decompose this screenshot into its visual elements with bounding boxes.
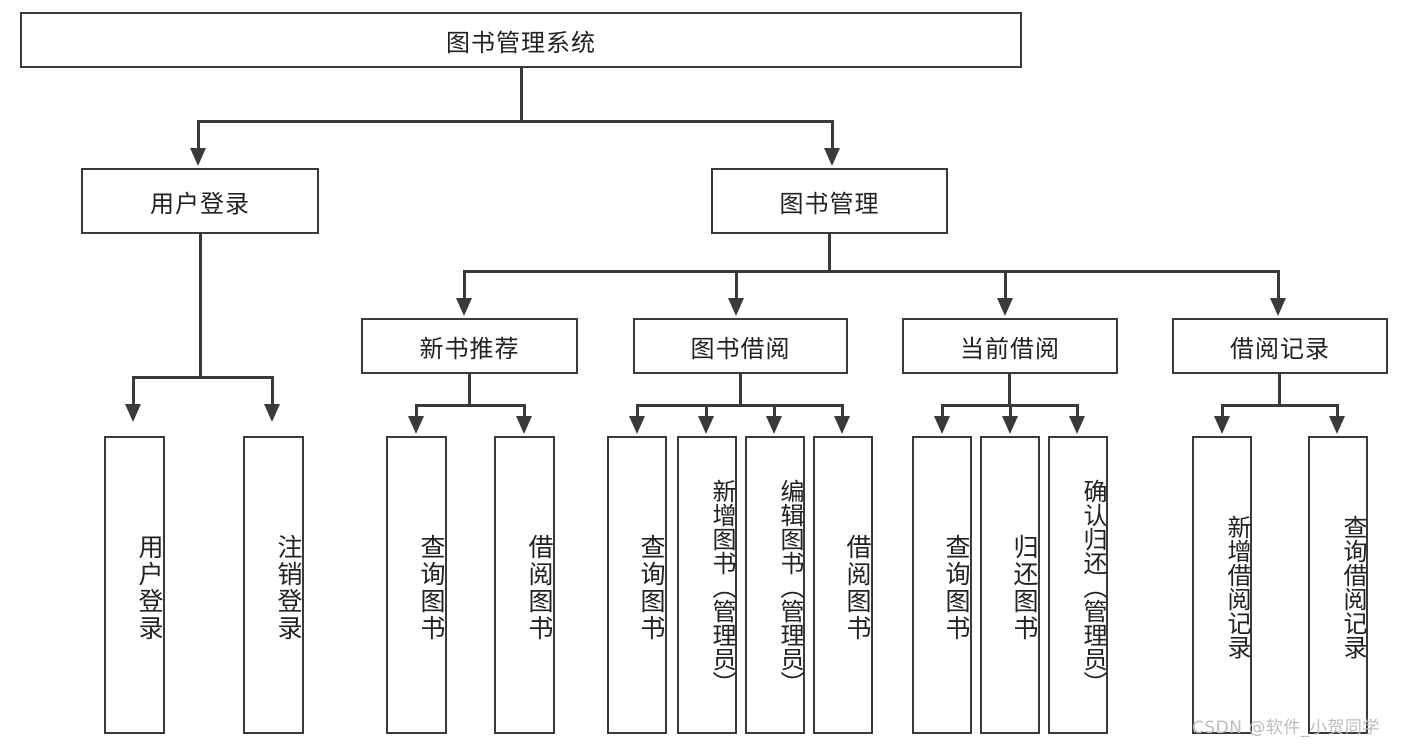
leaf-query-record[interactable]: 查询借阅记录	[1308, 436, 1368, 734]
node-new-book-recommend[interactable]: 新书推荐	[361, 318, 578, 374]
edge-new-book-child-2	[523, 404, 526, 418]
edge-user-login-bus	[132, 376, 273, 379]
node-book-borrow[interactable]: 图书借阅	[633, 318, 848, 374]
leaf-logout-login[interactable]: 注销登录	[243, 436, 304, 734]
edge-user-login-stem	[199, 234, 202, 376]
edge-root-bus	[197, 120, 834, 123]
edge-book-borrow-bus	[636, 404, 843, 407]
edge-current-borrow-child-1	[941, 404, 944, 418]
edge-current-borrow-child-3	[1076, 404, 1079, 418]
leaf-borrow-book-2[interactable]: 借阅图书	[813, 436, 873, 734]
arrow-icon-user-login-leaf-2	[264, 404, 280, 422]
leaf-query-book-1[interactable]: 查询图书	[386, 436, 447, 734]
arrow-icon-new-book-leaf-2	[516, 416, 532, 434]
arrow-icon-book-borrow-leaf-4	[834, 416, 850, 434]
edge-book-manage-stem	[828, 234, 831, 270]
leaf-add-book[interactable]: 新增图书（管理员）	[677, 436, 737, 734]
edge-book-borrow-child-4	[841, 404, 844, 418]
arrow-icon-borrow-record-leaf-1	[1214, 416, 1230, 434]
edge-book-manage-child-3	[1004, 270, 1007, 300]
arrow-icon-root-book-manage	[824, 148, 840, 166]
watermark-label: CSDN @软件_小贺同学	[1192, 718, 1380, 738]
edge-book-borrow-child-3	[773, 404, 776, 418]
leaf-user-login[interactable]: 用户登录	[104, 436, 165, 734]
node-current-borrow[interactable]: 当前借阅	[902, 318, 1118, 374]
node-root[interactable]: 图书管理系统	[20, 12, 1022, 68]
edge-borrow-record-stem	[1278, 374, 1281, 404]
arrow-icon-new-book-leaf-1	[408, 416, 424, 434]
edge-book-manage-bus	[463, 270, 1280, 273]
arrow-icon-book-borrow-leaf-2	[698, 416, 714, 434]
arrow-icon-user-login-leaf-1	[125, 404, 141, 422]
edge-root-to-user-login	[197, 120, 200, 150]
leaf-query-book-2[interactable]: 查询图书	[607, 436, 667, 734]
arrow-icon-current-borrow-leaf-3	[1069, 416, 1085, 434]
arrow-icon-borrow-record-leaf-2	[1329, 416, 1345, 434]
edge-root-to-book-manage	[831, 120, 834, 150]
edge-new-book-child-1	[415, 404, 418, 418]
edge-book-borrow-stem	[739, 374, 742, 404]
arrow-icon-current-borrow-leaf-1	[934, 416, 950, 434]
leaf-query-book-3[interactable]: 查询图书	[912, 436, 972, 734]
arrow-icon-book-manage-borrow	[728, 298, 744, 316]
edge-current-borrow-stem	[1008, 374, 1011, 404]
edge-user-login-child-2	[271, 376, 274, 406]
edge-book-manage-child-1	[463, 270, 466, 300]
leaf-edit-book[interactable]: 编辑图书（管理员）	[745, 436, 805, 734]
node-borrow-record[interactable]: 借阅记录	[1172, 318, 1388, 374]
edge-new-book-stem	[468, 374, 471, 404]
edge-book-borrow-child-1	[636, 404, 639, 418]
arrow-icon-book-manage-new-book	[456, 298, 472, 316]
leaf-borrow-book-1[interactable]: 借阅图书	[494, 436, 555, 734]
arrow-icon-current-borrow-leaf-2	[1002, 416, 1018, 434]
node-book-manage[interactable]: 图书管理	[711, 168, 948, 234]
edge-borrow-record-child-2	[1336, 404, 1339, 418]
arrow-icon-root-user-login	[190, 148, 206, 166]
leaf-confirm-return[interactable]: 确认归还（管理员）	[1048, 436, 1108, 734]
edge-current-borrow-child-2	[1009, 404, 1012, 418]
edge-new-book-bus	[415, 404, 525, 407]
leaf-add-record[interactable]: 新增借阅记录	[1192, 436, 1252, 734]
node-user-login[interactable]: 用户登录	[81, 168, 319, 234]
edge-book-manage-child-2	[735, 270, 738, 300]
arrow-icon-book-manage-current	[997, 298, 1013, 316]
edge-book-manage-child-4	[1277, 270, 1280, 300]
edge-user-login-child-1	[132, 376, 135, 406]
arrow-icon-book-borrow-leaf-3	[766, 416, 782, 434]
edge-book-borrow-child-2	[705, 404, 708, 418]
arrow-icon-book-manage-record	[1270, 298, 1286, 316]
edge-borrow-record-child-1	[1221, 404, 1224, 418]
edge-borrow-record-bus	[1221, 404, 1338, 407]
edge-root-stem	[520, 68, 523, 120]
arrow-icon-book-borrow-leaf-1	[629, 416, 645, 434]
leaf-return-book[interactable]: 归还图书	[980, 436, 1040, 734]
